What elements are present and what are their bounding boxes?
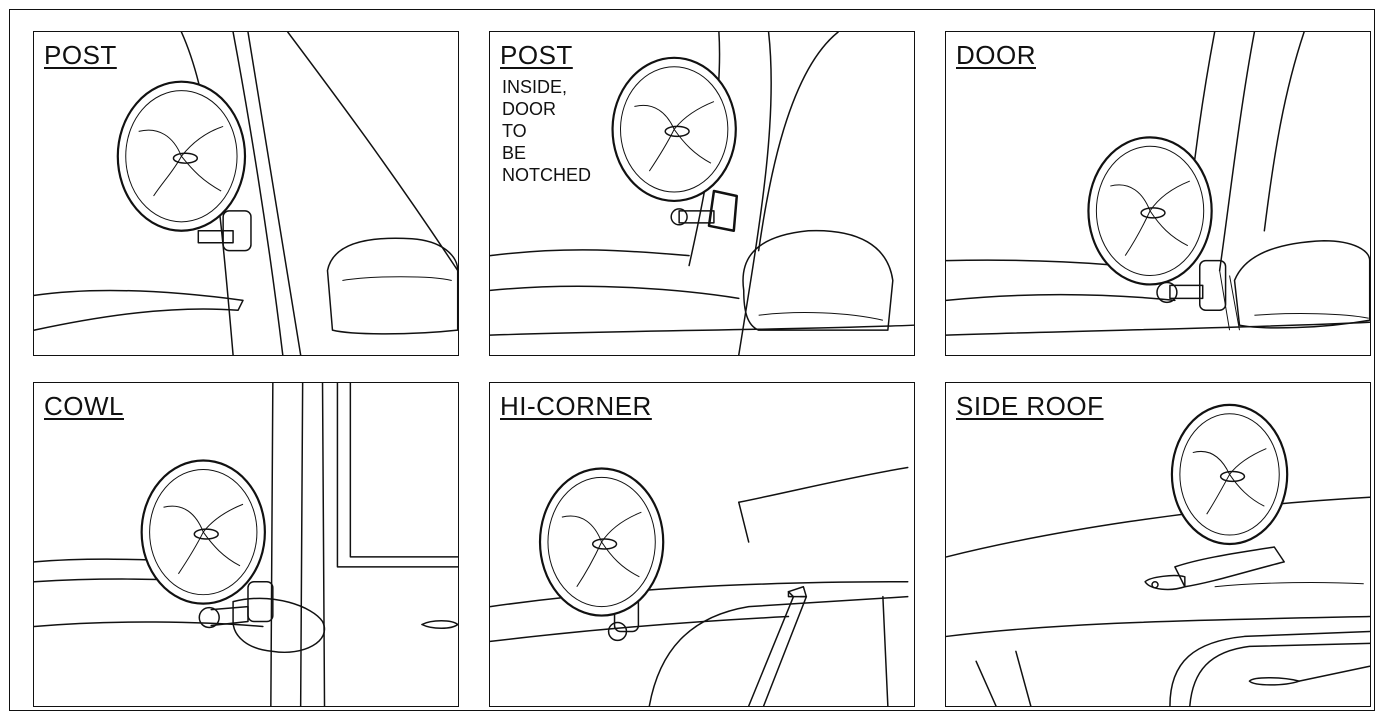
side-roof-illustration [946, 383, 1370, 706]
panel-note: INSIDE, DOOR TO BE NOTCHED [502, 76, 591, 186]
panel-label: COWL [44, 391, 124, 422]
panel-side-roof: SIDE ROOF [945, 382, 1371, 707]
panel-hi-corner: HI-CORNER [489, 382, 915, 707]
post-illustration [34, 32, 458, 355]
panel-post: POST [33, 31, 459, 356]
panel-post-inside: POST INSIDE, DOOR TO BE NOTCHED [489, 31, 915, 356]
note-line: BE [502, 142, 591, 164]
note-line: NOTCHED [502, 164, 591, 186]
panel-label: POST [44, 40, 117, 71]
door-illustration [946, 32, 1370, 355]
panel-label: DOOR [956, 40, 1036, 71]
note-line: TO [502, 120, 591, 142]
hi-corner-illustration [490, 383, 914, 706]
cowl-illustration [34, 383, 458, 706]
note-line: INSIDE, [502, 76, 591, 98]
panel-cowl: COWL [33, 382, 459, 707]
panel-door: DOOR [945, 31, 1371, 356]
panel-label: HI-CORNER [500, 391, 652, 422]
panel-label: SIDE ROOF [956, 391, 1104, 422]
panel-label: POST [500, 40, 573, 71]
note-line: DOOR [502, 98, 591, 120]
